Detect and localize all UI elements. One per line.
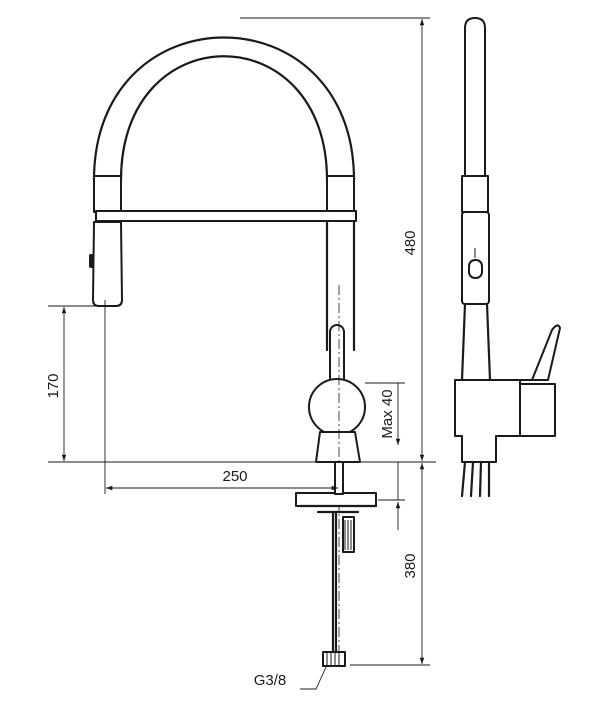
dim-250-label: 250 [222,468,247,485]
side-spout-top [464,17,486,177]
base-neck [315,431,361,463]
side-column [460,302,492,382]
side-body [454,379,521,463]
hose-sleeve-right [326,175,355,213]
dim-480-label: 480 [402,230,419,255]
fixing-nut-thread [344,520,352,550]
spray-bar [95,210,357,222]
spout-arch [92,36,356,182]
hose-sleeve-left [93,175,122,213]
side-spray-jets [460,460,491,498]
connection-label: G3/8 [254,672,287,689]
side-handle [519,324,561,437]
hose-fitting-thread [326,652,340,666]
dim-380-label: 380 [402,553,419,578]
side-sleeve [461,175,489,213]
mounting-flange [298,504,378,514]
supply-hose [331,510,338,654]
dimension-lines [48,17,436,690]
lever [329,324,345,386]
hose-fitting [322,651,346,667]
g38-leader [300,666,327,690]
spray-head [92,221,123,307]
side-button-slot [468,259,483,279]
spray-head-button [89,254,94,268]
dim-max40-label: Max 40 [379,389,396,438]
dimension-labels: 480 170 250 Max 40 380 G3/8 [45,230,419,689]
front-view [89,36,378,667]
threaded-shank [334,461,344,495]
column [325,219,356,352]
side-view [454,17,561,498]
body-round [308,378,366,436]
dim-170-label: 170 [45,373,62,398]
